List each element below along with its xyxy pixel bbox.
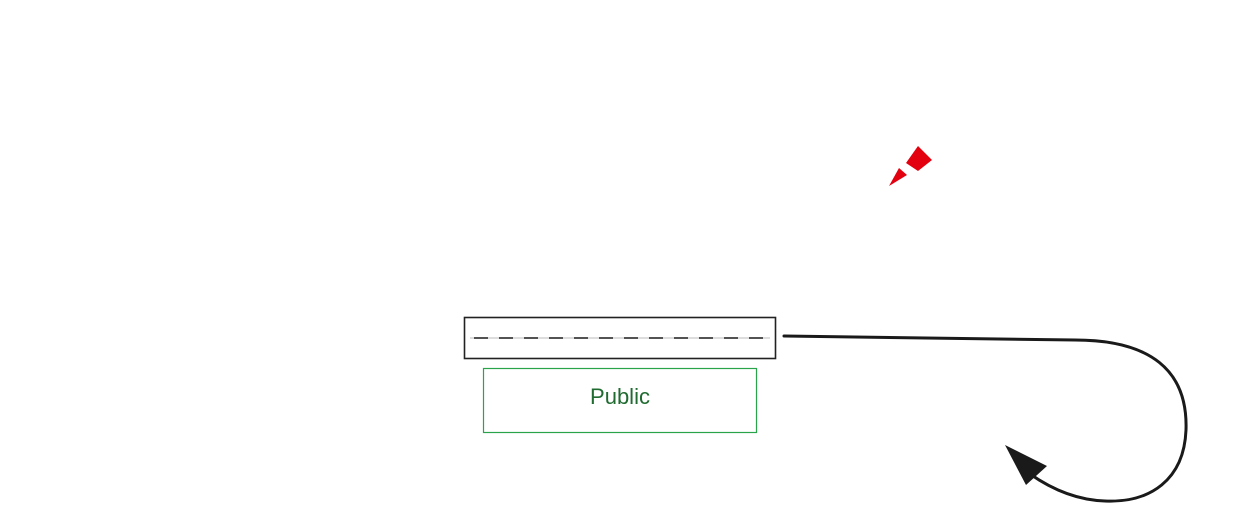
arrowhead-icon xyxy=(1005,445,1047,485)
public-box-border xyxy=(482,367,758,434)
curved-arrow-line xyxy=(782,334,1188,503)
red-marker-tail xyxy=(889,168,907,186)
red-marker-head xyxy=(906,146,932,171)
road-segment xyxy=(463,316,777,360)
public-label: Public xyxy=(590,384,650,409)
red-marker-icon xyxy=(889,146,932,186)
public-box: Public xyxy=(482,367,758,434)
curved-arrow xyxy=(782,334,1188,503)
